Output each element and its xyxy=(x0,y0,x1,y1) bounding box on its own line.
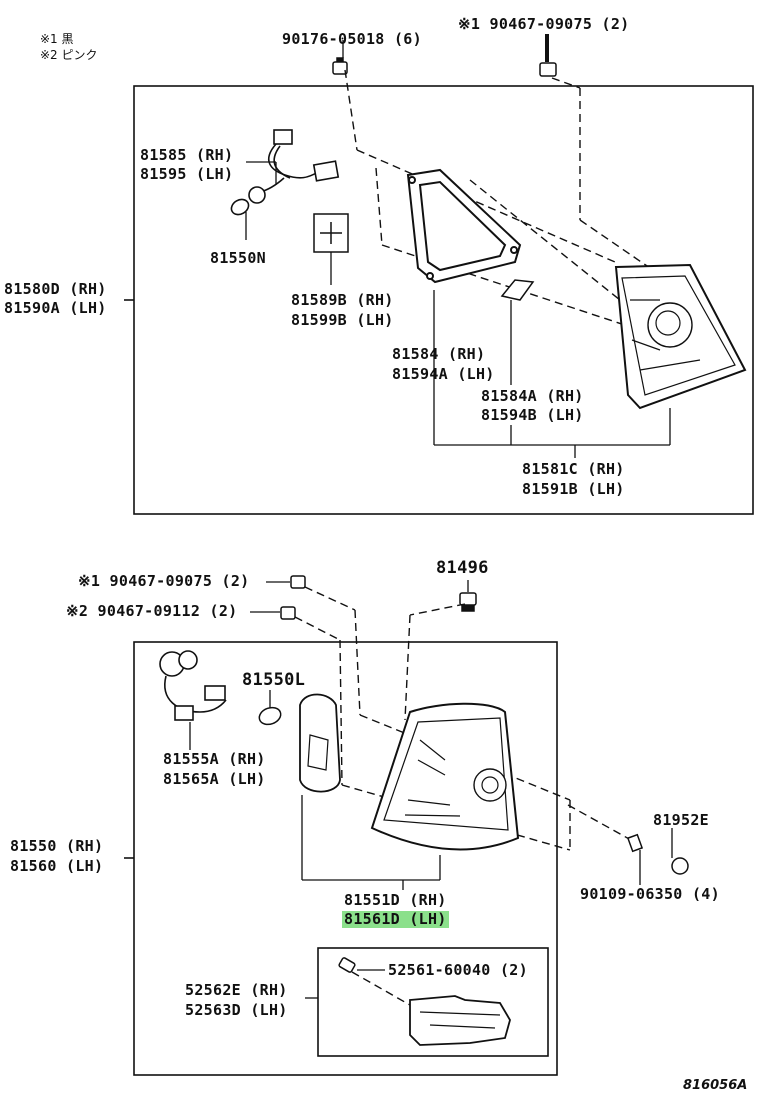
label-lens-upper-lh[interactable]: 81591B (LH) xyxy=(522,480,625,498)
label-socket-lower-rh[interactable]: 81555A (RH) xyxy=(163,750,266,768)
label-gasket-lh[interactable]: 81594A (LH) xyxy=(392,365,495,383)
label-bulb-81550l[interactable]: 81550L xyxy=(242,670,306,690)
reflector-pad xyxy=(299,693,341,793)
gasket-81584a xyxy=(500,279,535,301)
screw-90176-05018 xyxy=(332,57,348,75)
label-lens-upper-rh[interactable]: 81581C (RH) xyxy=(522,460,625,478)
label-gasket-rh[interactable]: 81584 (RH) xyxy=(392,345,486,363)
label-screw-90176-05018[interactable]: 90176-05018 (6) xyxy=(282,30,422,48)
label-gasket2-rh[interactable]: 81584A (RH) xyxy=(481,387,584,405)
label-pad-lh[interactable]: 81599B (LH) xyxy=(291,311,394,329)
label-bulb-81550n[interactable]: 81550N xyxy=(210,249,266,267)
nut-81496 xyxy=(459,592,477,612)
label-upper-assembly-lh[interactable]: 81590A (LH) xyxy=(4,299,107,317)
label-lower-assembly-rh[interactable]: 81550 (RH) xyxy=(10,837,104,855)
label-socket-lower-lh[interactable]: 81565A (LH) xyxy=(163,770,266,788)
label-socket-lh[interactable]: 81595 (LH) xyxy=(140,165,234,183)
label-lens-lower-lh-highlighted[interactable]: 81561D (LH) xyxy=(342,910,449,928)
label-screw-90467-09075-upper[interactable]: ※1 90467-09075 (2) xyxy=(458,15,630,33)
label-gasket2-lh[interactable]: 81594B (LH) xyxy=(481,406,584,424)
legend-note-1: ※1 黒 xyxy=(40,32,74,46)
label-bolt-90109-06350[interactable]: 90109-06350 (4) xyxy=(580,885,720,903)
clip-90467-09075-lower xyxy=(290,575,306,589)
label-lower-assembly-lh[interactable]: 81560 (LH) xyxy=(10,857,104,875)
bracket-52562e xyxy=(409,995,511,1046)
label-upper-assembly-rh[interactable]: 81580D (RH) xyxy=(4,280,107,298)
label-bracket-lh[interactable]: 52563D (LH) xyxy=(185,1001,288,1019)
label-cushion-81952e[interactable]: 81952E xyxy=(653,811,709,829)
bulb-81550l xyxy=(258,706,282,726)
label-bracket-rh[interactable]: 52562E (RH) xyxy=(185,981,288,999)
legend-note-2: ※2 ピンク xyxy=(40,48,98,62)
lens-81581c xyxy=(614,263,747,410)
socket-harness-81555a xyxy=(159,650,227,721)
screw-90467-09075-upper xyxy=(539,34,557,77)
diagram-code: 816056A xyxy=(683,1078,748,1093)
lens-81551d xyxy=(370,702,520,851)
socket-harness-81585 xyxy=(230,129,340,216)
label-screw-52561-60040[interactable]: 52561-60040 (2) xyxy=(388,961,528,979)
label-pad-rh[interactable]: 81589B (RH) xyxy=(291,291,394,309)
cushion-81952e xyxy=(671,857,689,875)
pad-81589b xyxy=(313,213,349,253)
label-clip-90467-09075[interactable]: ※1 90467-09075 (2) xyxy=(78,572,250,590)
bracket-subframe xyxy=(317,947,549,1057)
label-clip-90467-09112[interactable]: ※2 90467-09112 (2) xyxy=(66,602,238,620)
label-socket-rh[interactable]: 81585 (RH) xyxy=(140,146,234,164)
bolt-90109-06350 xyxy=(626,833,644,853)
gasket-81584 xyxy=(406,168,522,284)
label-nut-81496[interactable]: 81496 xyxy=(436,558,489,578)
clip-90467-09112 xyxy=(280,606,296,620)
screw-52561-60040 xyxy=(338,957,356,973)
label-lens-lower-rh[interactable]: 81551D (RH) xyxy=(344,891,447,909)
